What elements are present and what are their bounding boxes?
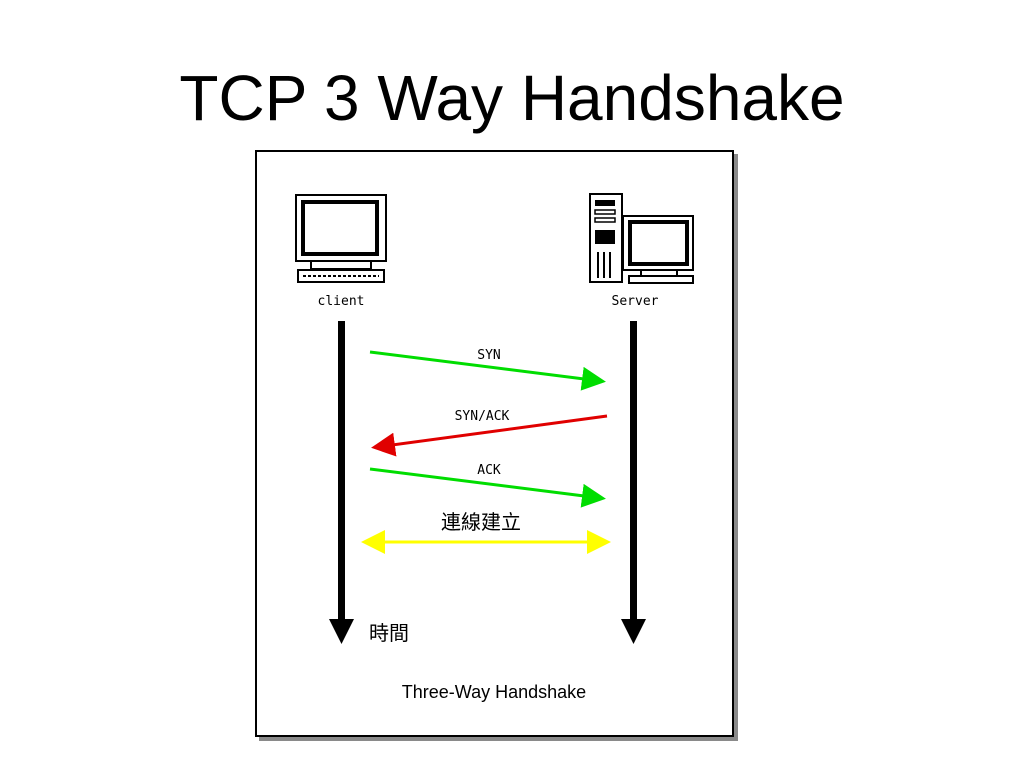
figure-caption: Three-Way Handshake [402, 682, 586, 702]
server-tower-with-monitor-icon [589, 193, 694, 284]
client-timeline [329, 321, 354, 644]
time-label: 時間 [369, 621, 409, 645]
syn-label: SYN [477, 348, 500, 363]
ack-arrow [369, 467, 606, 508]
ack-label: ACK [477, 463, 501, 478]
handshake-diagram: client Server [295, 193, 694, 702]
client-label: client [318, 294, 365, 309]
connection-label: 連線建立 [441, 510, 521, 534]
syn-ack-label: SYN/ACK [455, 409, 510, 424]
desktop-computer-icon [295, 194, 387, 283]
syn-ack-arrow [371, 414, 608, 457]
handshake-figure: client Server [255, 150, 734, 737]
server-label: Server [612, 294, 659, 309]
syn-arrow [369, 350, 606, 391]
slide-title: TCP 3 Way Handshake [179, 62, 845, 134]
server-timeline [621, 321, 646, 644]
